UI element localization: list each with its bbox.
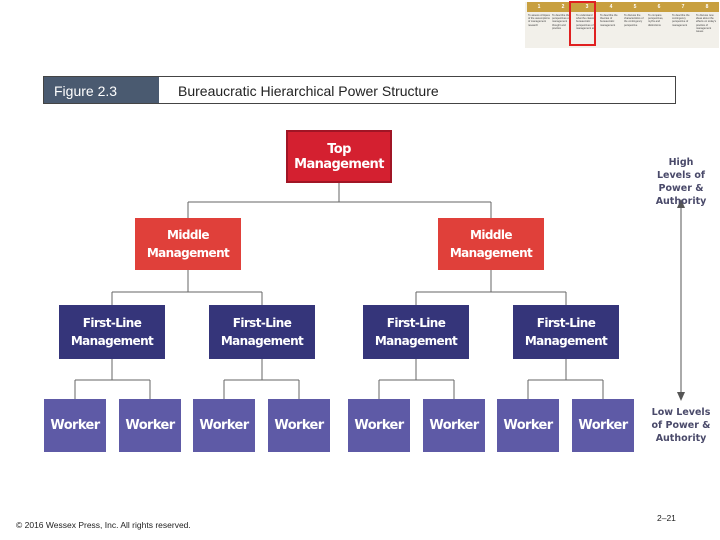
learning-objectives-strip: 1 2 3 4 5 6 7 8 To assess critiques of t… [525,2,719,48]
worker-box: Worker [497,399,559,452]
objective-text: To discuss the characteristics of the co… [624,14,644,27]
figure-header: Figure 2.3 Bureaucratic Hierarchical Pow… [43,76,676,104]
power-axis-arrow [677,199,685,401]
objective-text: To discuss new ideas about the effects o… [696,14,717,34]
current-objective-highlight [569,1,596,46]
slide-number: 2–21 [657,513,676,523]
objective-text: To assess critiques of the assumptions o… [528,14,550,27]
objective-text: To describe the contingency perspective … [672,14,690,27]
worker-box: Worker [572,399,634,452]
middle-management-box: Middle Management [135,218,241,270]
objective-number: 4 [599,2,623,12]
low-power-label: Low Levels of Power & Authority [651,407,711,444]
top-management-box: Top Management [286,130,392,183]
figure-title: Bureaucratic Hierarchical Power Structur… [178,83,439,99]
first-line-management-box: First-Line Management [59,305,165,359]
worker-box: Worker [268,399,330,452]
first-line-management-box: First-Line Management [513,305,619,359]
worker-box: Worker [348,399,410,452]
middle-management-box: Middle Management [438,218,544,270]
objective-number: 3 [575,2,599,12]
objective-text: To compare perspectives, myths and disti… [648,14,664,27]
copyright-notice: © 2016 Wessex Press, Inc. All rights res… [16,520,191,530]
high-power-label: High Levels of Power & Authority [655,157,707,207]
objective-number: 1 [527,2,551,12]
first-line-management-box: First-Line Management [209,305,315,359]
worker-box: Worker [423,399,485,452]
objective-number: 7 [671,2,695,12]
objective-text: To understand what the classic bureaucra… [576,14,596,30]
objective-text: To describe the theories of bureaucratic… [600,14,618,27]
objective-number: 5 [623,2,647,12]
objective-text: To describe the perspectives of manageme… [552,14,570,30]
first-line-management-box: First-Line Management [363,305,469,359]
worker-box: Worker [193,399,255,452]
objective-number: 8 [695,2,719,12]
figure-label: Figure 2.3 [44,77,159,103]
objective-number: 6 [647,2,671,12]
worker-box: Worker [44,399,106,452]
worker-box: Worker [119,399,181,452]
objective-number: 2 [551,2,575,12]
